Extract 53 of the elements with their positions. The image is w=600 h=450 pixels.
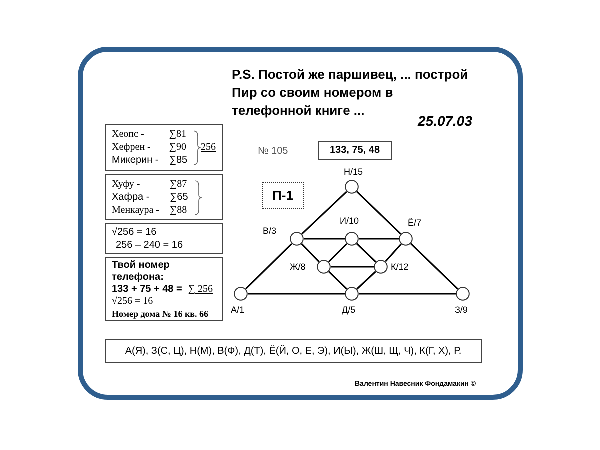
vertex-label: Д/5 (342, 304, 356, 317)
number-label: № 105 (258, 145, 288, 159)
sum-box (105, 124, 223, 171)
graph-edge (301, 243, 320, 263)
pyramid-name: Хафра - (112, 191, 151, 204)
calculation-box (105, 223, 223, 254)
pyramid-name: Менкаура - (112, 204, 160, 217)
box-text: Номер дома № 16 кв. 66 (112, 308, 210, 320)
vertex-label: И/10 (340, 215, 359, 228)
sum-value: ∑81 (169, 128, 188, 141)
date: 25.07.03 (418, 112, 472, 131)
dotted-box: П-1 (262, 182, 304, 209)
vertex-label: З/9 (455, 304, 468, 317)
graph-edge (356, 191, 402, 235)
box-text: √256 = 16 (112, 296, 154, 308)
sum-value: ∑88 (170, 204, 188, 217)
number-box: 133, 75, 48 (318, 141, 392, 160)
vertex-label: В/3 (263, 225, 277, 238)
graph-edge (248, 293, 345, 295)
graph-edge (328, 271, 348, 290)
pyramid-name: Микерин - (112, 154, 160, 167)
pyramid-name: Хефрен - (112, 141, 152, 154)
vertex-label: А/1 (231, 304, 245, 317)
pyramid-name: Хеопс - (112, 128, 146, 141)
box-text: 133 + 75 + 48 = (112, 284, 182, 296)
total-value: 256 (201, 141, 216, 154)
graph-edge (302, 191, 348, 235)
sum-value: ∑90 (169, 141, 188, 154)
pyramid-name: Хуфу - (112, 178, 142, 191)
box-text: √256 = 16 (112, 226, 158, 239)
vertex-label: Н/15 (344, 166, 364, 179)
sum-box (105, 174, 223, 220)
alphabet-box: А(Я), З(С, Ц), Н(М), В(Ф), Д(Т), Ё(Й, О, Е, Э), И(Ы), Ж(Ш, Щ, Ч), К(Г, Х), Р. (105, 339, 482, 363)
sum-value: ∑87 (170, 178, 188, 191)
graph-edge (359, 238, 399, 240)
vertex-label: К/12 (391, 261, 409, 274)
graph-edge (245, 243, 293, 290)
graph-edge (410, 243, 459, 290)
graph-edge (304, 238, 345, 240)
box-text: Твой номер телефона: (112, 260, 171, 284)
box-text: 256 – 240 = 16 (115, 239, 184, 252)
sum-value: ∑85 (169, 154, 189, 167)
vertex-label: Ё/7 (408, 217, 422, 230)
box-text: ∑ 256 (188, 284, 213, 296)
graph-edge (328, 243, 348, 263)
graph-edge (385, 244, 402, 262)
vertex-label: Ж/8 (290, 261, 306, 274)
graph-edge (356, 243, 377, 263)
graph-edge (359, 293, 456, 295)
phone-box (105, 257, 223, 321)
sum-value: ∑65 (170, 191, 190, 204)
graph-edge (331, 266, 374, 268)
graph-edge (356, 271, 376, 290)
